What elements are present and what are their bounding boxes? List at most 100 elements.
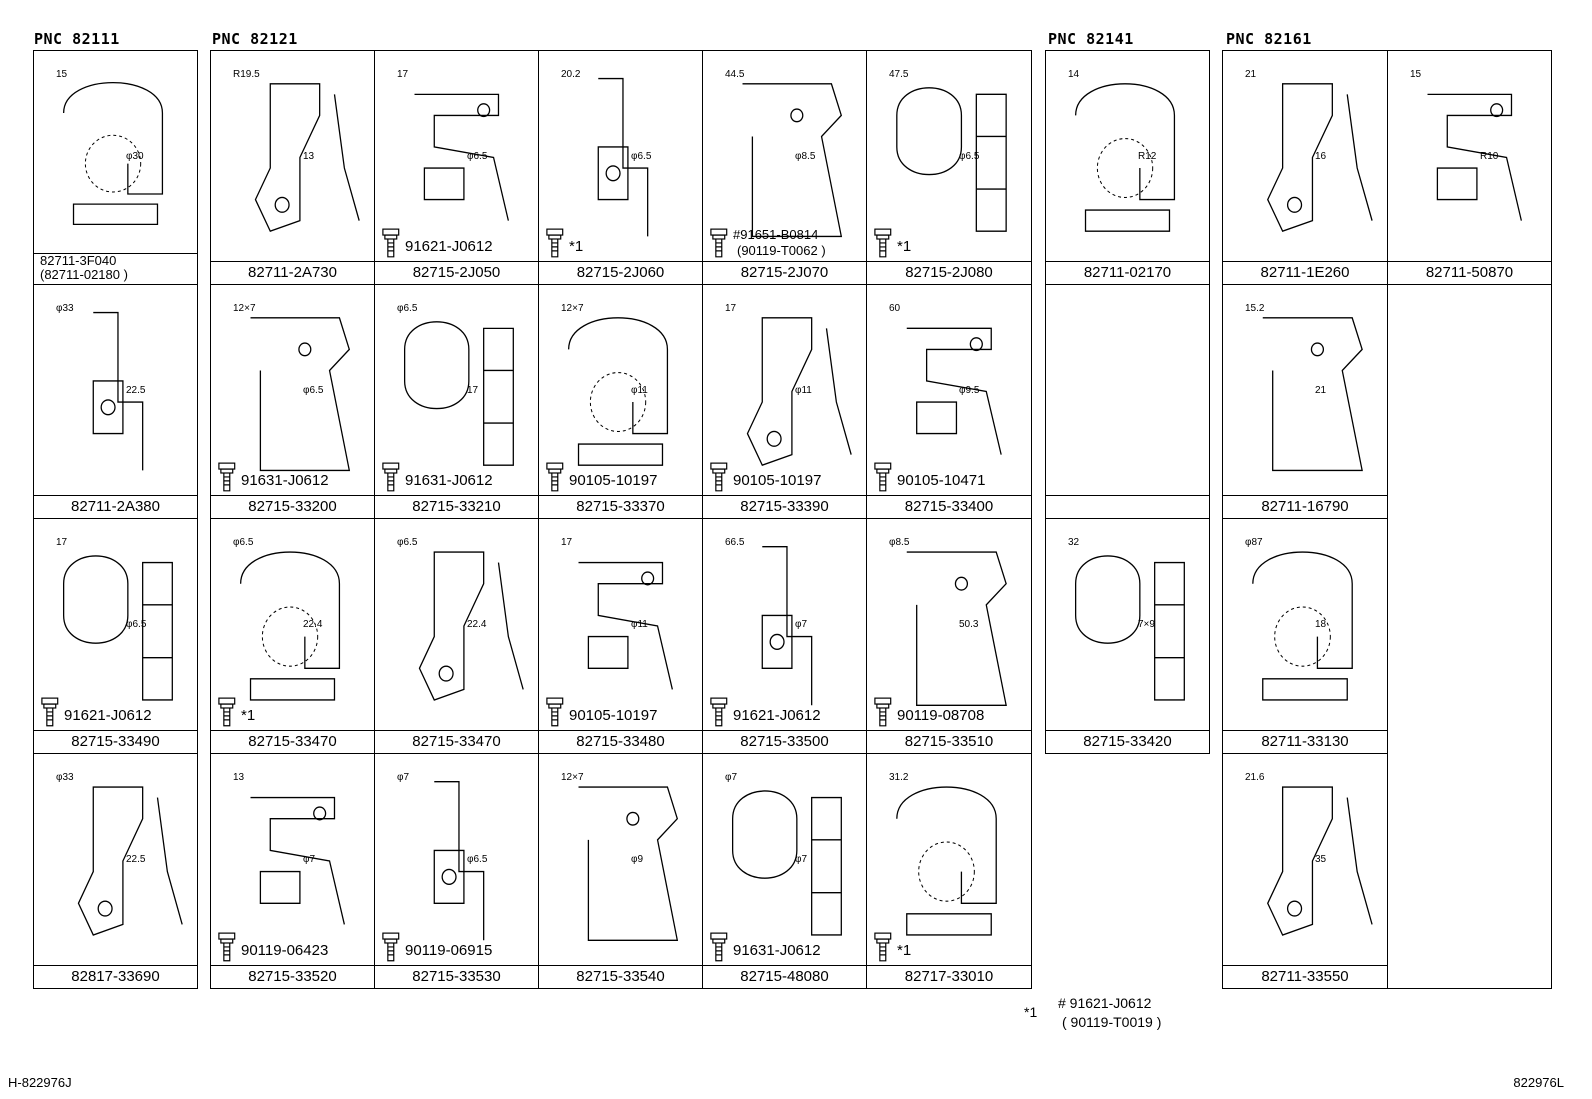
dimension-label: 60 — [889, 303, 901, 314]
part-drawing — [77, 786, 183, 936]
footnote-line2: ( 90119-T0019 ) — [1062, 1014, 1162, 1030]
part-number-label: 82715-33470 — [211, 730, 374, 753]
dimension-label: φ6.5 — [467, 151, 488, 162]
part-drawing — [546, 77, 649, 258]
bolt-part-number: *1 — [897, 238, 912, 255]
dimension-label: φ7 — [795, 619, 808, 630]
part-number-label: 82715-33210 — [375, 495, 538, 518]
dimension-label: φ11 — [631, 619, 648, 630]
part-drawing — [1252, 551, 1353, 701]
part-number-label: 82711-1E260 — [1223, 261, 1387, 284]
bolt-part-number: 91621-J0612 — [405, 238, 493, 255]
part-drawing — [382, 321, 514, 492]
dimension-label: φ9.5 — [959, 385, 980, 396]
bolt-part-number: #91651-B0814 — [733, 227, 819, 242]
part-number-label: 82715-2J060 — [539, 261, 702, 284]
part-drawing — [1427, 93, 1522, 221]
dimension-label: 15.2 — [1245, 303, 1265, 314]
bolt-part-number: 91631-J0612 — [733, 942, 821, 959]
bolt-part-number-alt: (90119-T0062 ) — [737, 243, 826, 258]
dimension-label: 31.2 — [889, 772, 909, 783]
part-number-label: 82715-2J050 — [375, 261, 538, 284]
part-drawing — [874, 87, 1007, 258]
dimension-label: 32 — [1068, 537, 1080, 548]
part-number-label: 82711-2A730 — [211, 261, 374, 284]
part-drawing — [218, 796, 345, 962]
part-cell: 21 16 82711-1E260 — [1222, 50, 1388, 285]
dimension-label: 22.5 — [126, 854, 146, 865]
part-number-label: 82715-33520 — [211, 965, 374, 988]
bolt-part-number: *1 — [241, 707, 256, 724]
dimension-label: R10 — [1480, 151, 1499, 162]
part-number-label: 82715-33370 — [539, 495, 702, 518]
part-drawing — [710, 317, 852, 492]
part-number-label: 82711-16790 — [1223, 495, 1387, 518]
dimension-label: 21 — [1245, 69, 1257, 80]
part-drawing — [874, 786, 997, 962]
part-drawing — [418, 551, 524, 701]
footnote-mark: *1 — [1024, 1004, 1038, 1020]
part-drawing — [218, 551, 341, 727]
dimension-label: φ87 — [1245, 537, 1263, 548]
dimension-label: 7×9 — [1138, 619, 1155, 630]
bolt-part-number: *1 — [569, 238, 584, 255]
dimension-label: 17 — [561, 537, 573, 548]
part-number-label: 82715-48080 — [703, 965, 866, 988]
pnc-82121-header: PNC 82121 — [212, 30, 298, 48]
dimension-label: 13 — [233, 772, 245, 783]
part-drawing — [1267, 786, 1373, 936]
bolt-part-number: 90105-10471 — [897, 472, 986, 489]
dimension-label: 17 — [725, 303, 737, 314]
part-drawing — [1262, 317, 1363, 472]
bolt-part-number: 91631-J0612 — [405, 472, 493, 489]
dimension-label: 17 — [56, 537, 68, 548]
part-number-label: 82715-33510 — [867, 730, 1031, 753]
dimension-label: φ7 — [795, 854, 808, 865]
bolt-part-number: 90105-10197 — [569, 707, 658, 724]
dimension-label: φ7 — [725, 772, 738, 783]
part-cell: φ7 φ7 91631-J0612 82715-48080 — [702, 753, 867, 989]
dimension-label: 66.5 — [725, 537, 745, 548]
dimension-label: 18 — [1315, 619, 1327, 630]
footnote-line1: # 91621-J0612 — [1058, 995, 1152, 1011]
bolt-part-number: *1 — [897, 942, 912, 959]
dimension-label: 15 — [56, 69, 68, 80]
dimension-label: 15 — [1410, 69, 1422, 80]
part-drawing — [218, 317, 351, 492]
dimension-label: φ11 — [631, 385, 648, 396]
part-drawing — [1074, 555, 1185, 701]
dimension-label: φ6.5 — [631, 151, 652, 162]
dimension-label: 22.4 — [303, 619, 323, 630]
dimension-label: φ11 — [795, 385, 812, 396]
dimension-label: 44.5 — [725, 69, 745, 80]
dimension-label: φ7 — [303, 854, 316, 865]
dimension-label: 12×7 — [233, 303, 256, 314]
dimension-label: φ8.5 — [795, 151, 816, 162]
part-drawing — [546, 561, 673, 727]
part-drawing — [1074, 83, 1176, 232]
bolt-part-number: 90105-10197 — [733, 472, 822, 489]
part-number-label: 82711-02170 — [1046, 261, 1209, 284]
bolt-part-number: 91631-J0612 — [241, 472, 329, 489]
part-drawing — [874, 551, 1007, 727]
dimension-label: φ6.5 — [303, 385, 324, 396]
dimension-label: 50.3 — [959, 619, 979, 630]
bolt-part-number: 91621-J0612 — [64, 707, 152, 724]
part-number-primary: 82711-3F040 — [40, 253, 117, 268]
bolt-part-number: 90119-06915 — [405, 942, 493, 959]
dimension-label: 22.5 — [126, 385, 146, 396]
part-number-label: 82715-2J070 — [703, 261, 866, 284]
part-number-label: 82711-2A380 — [34, 495, 197, 518]
dimension-label: φ6.5 — [126, 619, 147, 630]
dimension-label: 16 — [1315, 151, 1327, 162]
dimension-label: φ30 — [126, 151, 144, 162]
